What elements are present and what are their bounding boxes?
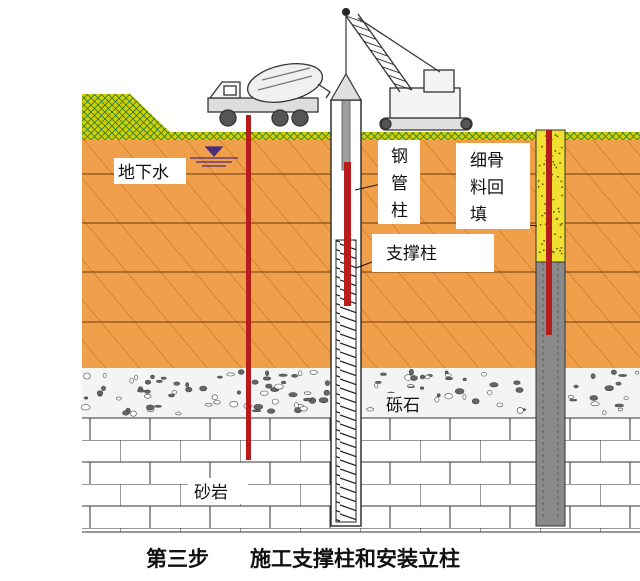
sandstone-label: 砂岩 <box>194 483 228 503</box>
guide-tip <box>329 72 363 101</box>
steel-tube-label-2: 管 <box>391 174 408 194</box>
groundwater-label-box <box>114 158 186 184</box>
crawler-crane-icon <box>341 7 473 131</box>
fine-aggregate-label-3: 填 <box>470 205 487 225</box>
gravel-dots <box>80 368 640 417</box>
fine-aggregate-label-1: 细骨 <box>470 151 504 171</box>
sandstone-label-box <box>188 478 248 504</box>
water-table-icon <box>190 146 238 167</box>
steel-tube-label-box <box>378 140 420 224</box>
caption-step: 第三步 <box>146 546 209 571</box>
fine-aggregate-label-box <box>456 143 530 229</box>
completed-column <box>499 129 566 527</box>
steel-tube-label-3: 柱 <box>391 201 408 221</box>
caption: 第三步 施工支撑柱和安装立柱 <box>146 546 460 571</box>
concrete-mixer-truck-icon <box>207 63 331 127</box>
labels: 地下水 钢 管 柱 细骨 料回 填 支撑柱 砾石 砂岩 <box>114 140 530 504</box>
steel-tube-upper <box>341 99 351 171</box>
left-steel-rod <box>246 115 251 460</box>
fine-aggregate-label-2: 料回 <box>470 178 504 198</box>
support-pile-label-box <box>372 234 494 272</box>
gravel-label: 砾石 <box>386 396 420 416</box>
steel-tube-column-assembly <box>329 72 399 527</box>
support-pile-label: 支撑柱 <box>386 244 437 264</box>
caption-title: 施工支撑柱和安装立柱 <box>250 546 460 571</box>
right-steel-column <box>546 130 552 335</box>
groundwater-label: 地下水 <box>118 163 169 183</box>
steel-tube-column <box>344 162 351 306</box>
steel-tube-label-1: 钢 <box>391 147 408 167</box>
gravel-label-box <box>374 393 430 417</box>
